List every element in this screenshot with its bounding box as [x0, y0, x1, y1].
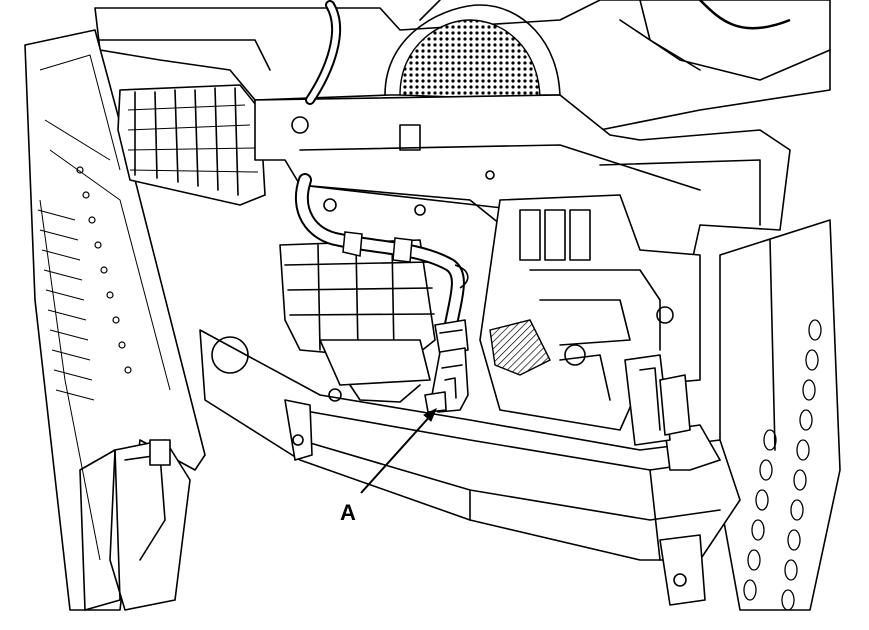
left-connector-bank — [117, 84, 266, 206]
connector-a — [424, 319, 469, 413]
center-dash-panel — [254, 94, 791, 271]
right-machinery — [479, 194, 701, 446]
callout-leader-line — [360, 413, 433, 494]
speaker-grille — [384, 4, 561, 101]
callout-label-a: A — [340, 500, 356, 525]
center-block — [211, 239, 436, 403]
left-pillar-trim — [24, 29, 206, 611]
callout-arrowhead — [423, 407, 437, 422]
callout-a: A — [340, 407, 437, 525]
right-structure — [719, 219, 841, 611]
wiring-harness — [294, 0, 791, 337]
lower-dash-bar — [199, 329, 741, 606]
